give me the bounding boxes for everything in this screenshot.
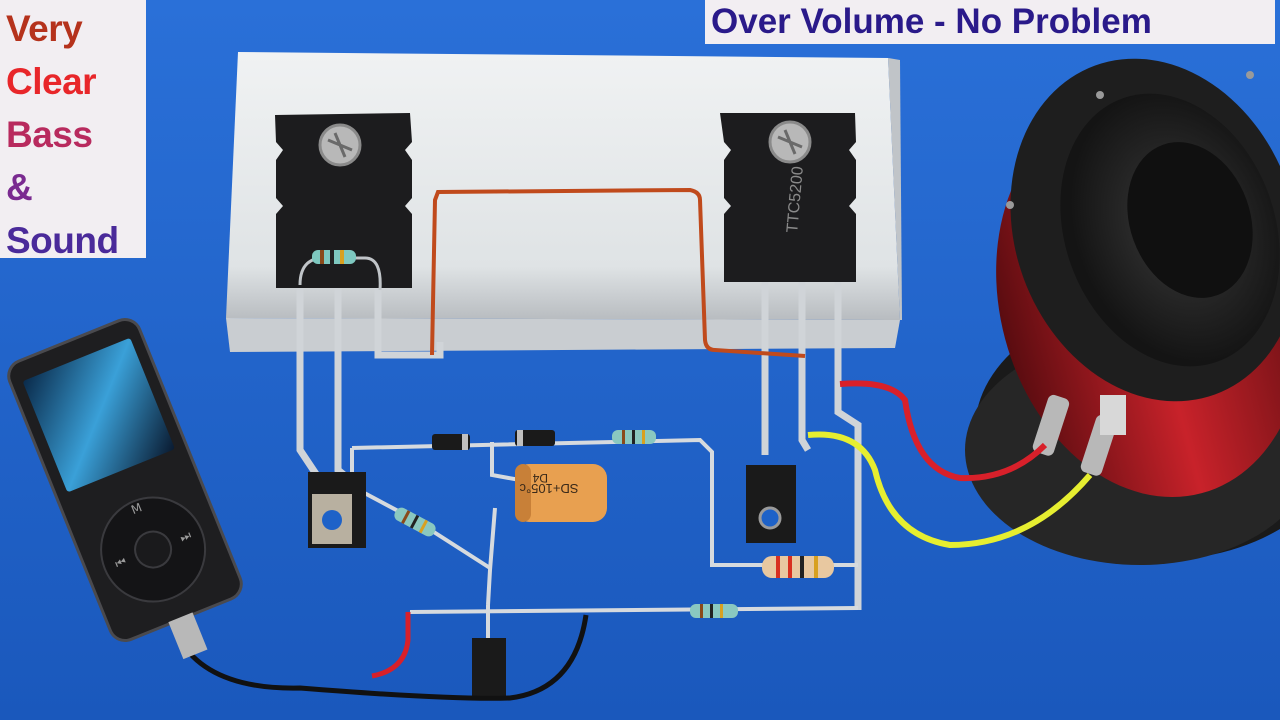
- black-input-wire: [177, 614, 589, 701]
- left-power-transistor: [275, 113, 444, 483]
- caption-left-line-5: Sound: [6, 220, 119, 261]
- caption-left-line-2: Clear: [6, 61, 97, 102]
- diode-2: [515, 430, 555, 446]
- yellow-speaker-wire: [807, 431, 1093, 549]
- resistor-large: [762, 556, 834, 578]
- electrolytic-capacitor: SD+105°c D4: [515, 464, 607, 522]
- diode-1: [432, 434, 470, 450]
- subwoofer-speaker: [965, 58, 1280, 565]
- capacitor-code: D4: [532, 471, 548, 485]
- resistor-bottom: [690, 604, 738, 618]
- transistor-marking: TTC5200: [784, 166, 807, 234]
- resistor-diagonal: [394, 507, 436, 537]
- capacitor-marking: SD+105°c: [519, 481, 579, 496]
- caption-left-line-1: Very: [6, 8, 83, 49]
- svg-text:M: M: [129, 500, 144, 517]
- driver-transistor-left: [308, 472, 366, 548]
- red-input-wire: [371, 612, 411, 679]
- resistor-top: [612, 430, 656, 444]
- caption-top: Over Volume - No Problem: [705, 0, 1275, 44]
- right-power-transistor: TTC5200: [720, 113, 862, 610]
- copper-jumper-wire: [430, 187, 806, 358]
- driver-transistor-right: [746, 465, 796, 543]
- input-transistor: [472, 638, 506, 696]
- mp3-player: M ⏭ ⏮: [7, 318, 243, 660]
- caption-left: Very Clear Bass & Sound: [0, 0, 146, 261]
- red-speaker-wire: [839, 380, 1048, 482]
- caption-left-line-4: &: [6, 167, 33, 208]
- caption-left-line-3: Bass: [6, 114, 93, 155]
- svg-text:⏭: ⏭: [178, 528, 193, 545]
- svg-text:⏮: ⏮: [113, 554, 128, 571]
